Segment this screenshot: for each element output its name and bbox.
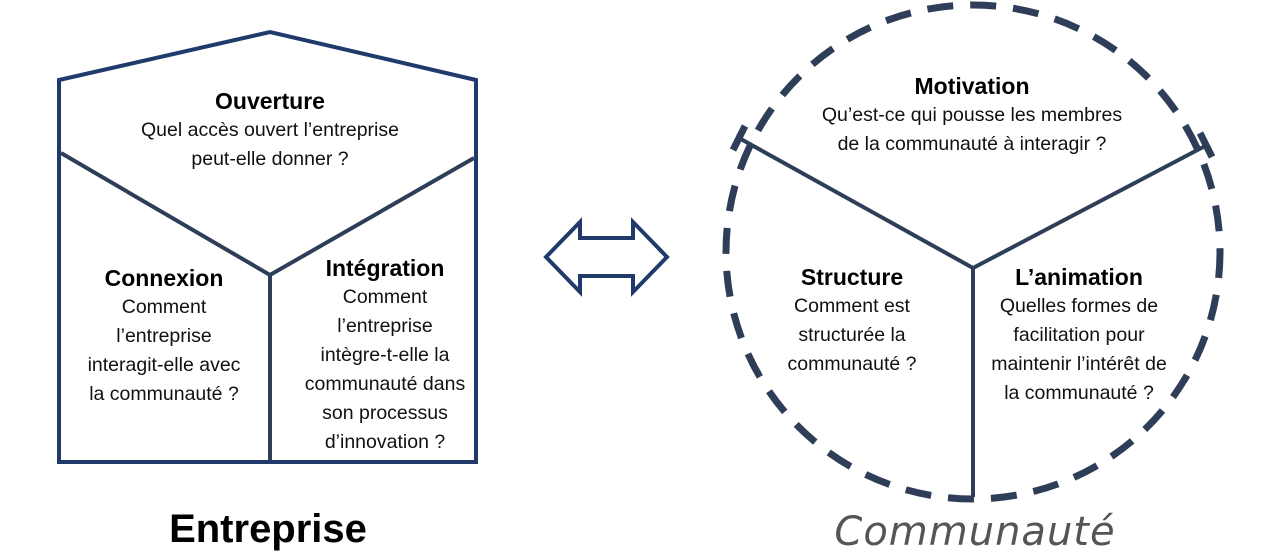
section-title: Motivation [914,73,1030,99]
section-structure: Structure Comment est structurée la comm… [768,262,936,379]
entreprise-label: Entreprise [169,507,367,551]
section-text-line: intègre-t-elle la [320,344,450,366]
section-text-line: interagit-elle avec [87,354,241,376]
communaute-dashed-circle [722,1,1224,503]
section-integration: Intégration Comment l’entreprise intègre… [282,253,488,457]
section-text-line: communauté dans [304,373,466,395]
entreprise-house-outline [57,29,478,464]
section-text-line: structurée la [798,324,906,346]
section-text-line: d’innovation ? [324,431,446,453]
section-text-line: l’entreprise [337,315,433,337]
section-ouverture: Ouverture Quel accès ouvert l’entreprise… [100,86,440,174]
section-title: L’animation [1015,264,1143,290]
section-connexion: Connexion Comment l’entreprise interagit… [66,263,262,409]
section-text-line: maintenir l’intérêt de [991,353,1167,375]
section-title: Ouverture [215,88,325,114]
section-text-line: la communauté ? [89,383,239,405]
section-animation: L’animation Quelles formes de facilitati… [966,262,1192,408]
section-text-line: Comment [121,296,207,318]
double-arrow-icon [543,217,670,297]
section-text-line: son processus [322,402,448,424]
section-text-line: de la communauté à interagir ? [837,133,1107,155]
communaute-divider-endcap-left [729,124,749,152]
section-title: Structure [800,264,904,290]
section-text-line: Comment est [794,295,910,317]
section-text-line: communauté ? [787,353,917,375]
section-text-line: facilitation pour [1013,324,1145,346]
communaute-divider-endcap-right [1196,131,1216,159]
section-text-line: la communauté ? [1004,382,1154,404]
section-title: Intégration [325,255,445,281]
section-text-line: Comment [342,286,428,308]
section-text-line: Quelles formes de [999,295,1159,317]
section-text-line: Quel accès ouvert l’entreprise [141,119,399,141]
section-text-line: Qu’est-ce qui pousse les membres [821,104,1123,126]
section-text-line: peut-elle donner ? [191,148,349,170]
section-motivation: Motivation Qu’est-ce qui pousse les memb… [792,71,1152,159]
section-title: Connexion [104,265,224,291]
communaute-label: Communauté [834,509,1116,555]
section-text-line: l’entreprise [116,325,212,347]
